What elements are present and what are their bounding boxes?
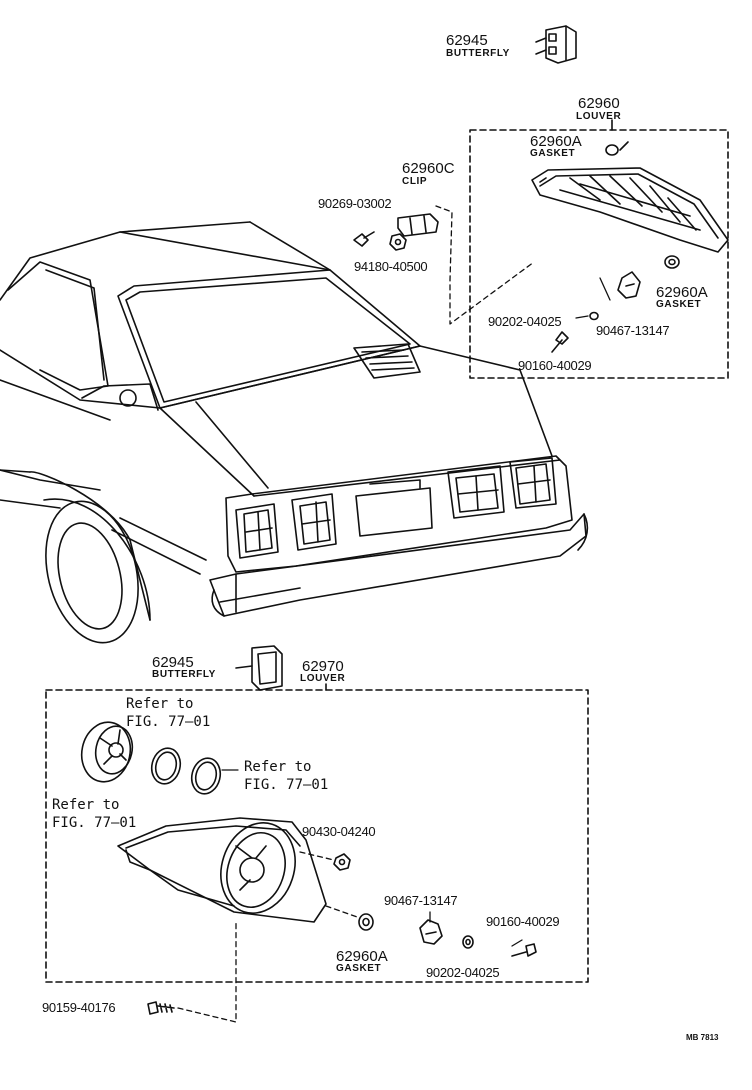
lower-leader-lines xyxy=(177,851,523,1023)
upper-louver-name: LOUVER xyxy=(576,111,622,122)
lower-butterfly-part xyxy=(235,645,283,691)
lower-butterfly-name: BUTTERFLY xyxy=(152,669,216,680)
lower-grommet-number: 90467-13147 xyxy=(384,893,458,908)
lower-nut-number: 90430-04240 xyxy=(302,824,376,839)
car-body xyxy=(0,221,589,644)
upper-bolt-number: 90160-40029 xyxy=(518,358,592,373)
upper-butterfly-number: 62945 xyxy=(446,32,488,49)
upper-gasket-small xyxy=(605,141,629,156)
upper-clip xyxy=(397,213,439,237)
lower-gasket-name: GASKET xyxy=(336,963,382,974)
lower-bolt xyxy=(511,943,537,957)
upper-gasket-small-number: 62960A xyxy=(530,133,582,150)
lower-gasket-number: 62960A xyxy=(336,948,388,965)
upper-gasket-right-number: 62960A xyxy=(656,284,708,301)
lower-butterfly-number: 62945 xyxy=(152,654,194,671)
lower-reference-note-3: Refer to FIG. 77–01 xyxy=(52,797,137,831)
upper-gasket-right xyxy=(664,255,680,269)
lower-screw-number: 90159-40176 xyxy=(42,1000,116,1015)
upper-screw xyxy=(353,231,375,247)
lower-washer xyxy=(462,935,474,949)
upper-louver-panel xyxy=(531,167,729,253)
upper-gasket-right-name: GASKET xyxy=(656,299,702,310)
upper-washer-number: 90202-04025 xyxy=(488,314,562,329)
upper-nut-number: 94180-40500 xyxy=(354,259,428,274)
upper-louver-box xyxy=(469,119,729,379)
upper-clip-number: 62960C xyxy=(402,160,455,177)
upper-nut xyxy=(389,233,407,251)
lower-louver-number: 62970 xyxy=(302,658,344,675)
lower-gasket xyxy=(358,913,374,931)
drawing-code: MB 7813 xyxy=(686,1033,719,1042)
upper-bolt xyxy=(551,331,569,353)
lower-ring-2 xyxy=(190,757,239,795)
lower-nut xyxy=(333,853,351,871)
lower-screw xyxy=(147,1001,175,1015)
upper-clip-name: CLIP xyxy=(402,176,428,187)
lower-reference-note-2: Refer to FIG. 77–01 xyxy=(244,759,329,793)
upper-grommet-number: 90467-13147 xyxy=(596,323,670,338)
upper-gasket-small-name: GASKET xyxy=(530,148,576,159)
upper-butterfly-name: BUTTERFLY xyxy=(446,48,510,59)
lower-lens-unit xyxy=(80,721,134,783)
upper-louver-number: 62960 xyxy=(578,95,620,112)
lower-louver-name: LOUVER xyxy=(300,673,346,684)
lower-grommet xyxy=(419,919,443,945)
lower-bolt-number: 90160-40029 xyxy=(486,914,560,929)
lower-louver-panel xyxy=(117,817,327,923)
lower-washer-number: 90202-04025 xyxy=(426,965,500,980)
lower-reference-note-1: Refer to FIG. 77–01 xyxy=(126,696,211,730)
lower-ring-1 xyxy=(150,747,182,785)
upper-butterfly-part xyxy=(535,25,577,64)
lower-lamp-housing xyxy=(220,822,296,914)
upper-screw-number: 90269-03002 xyxy=(318,196,392,211)
upper-leader-lines xyxy=(435,205,611,325)
upper-washer xyxy=(589,311,599,321)
lower-louver-box xyxy=(45,683,589,983)
upper-grommet xyxy=(617,271,641,299)
